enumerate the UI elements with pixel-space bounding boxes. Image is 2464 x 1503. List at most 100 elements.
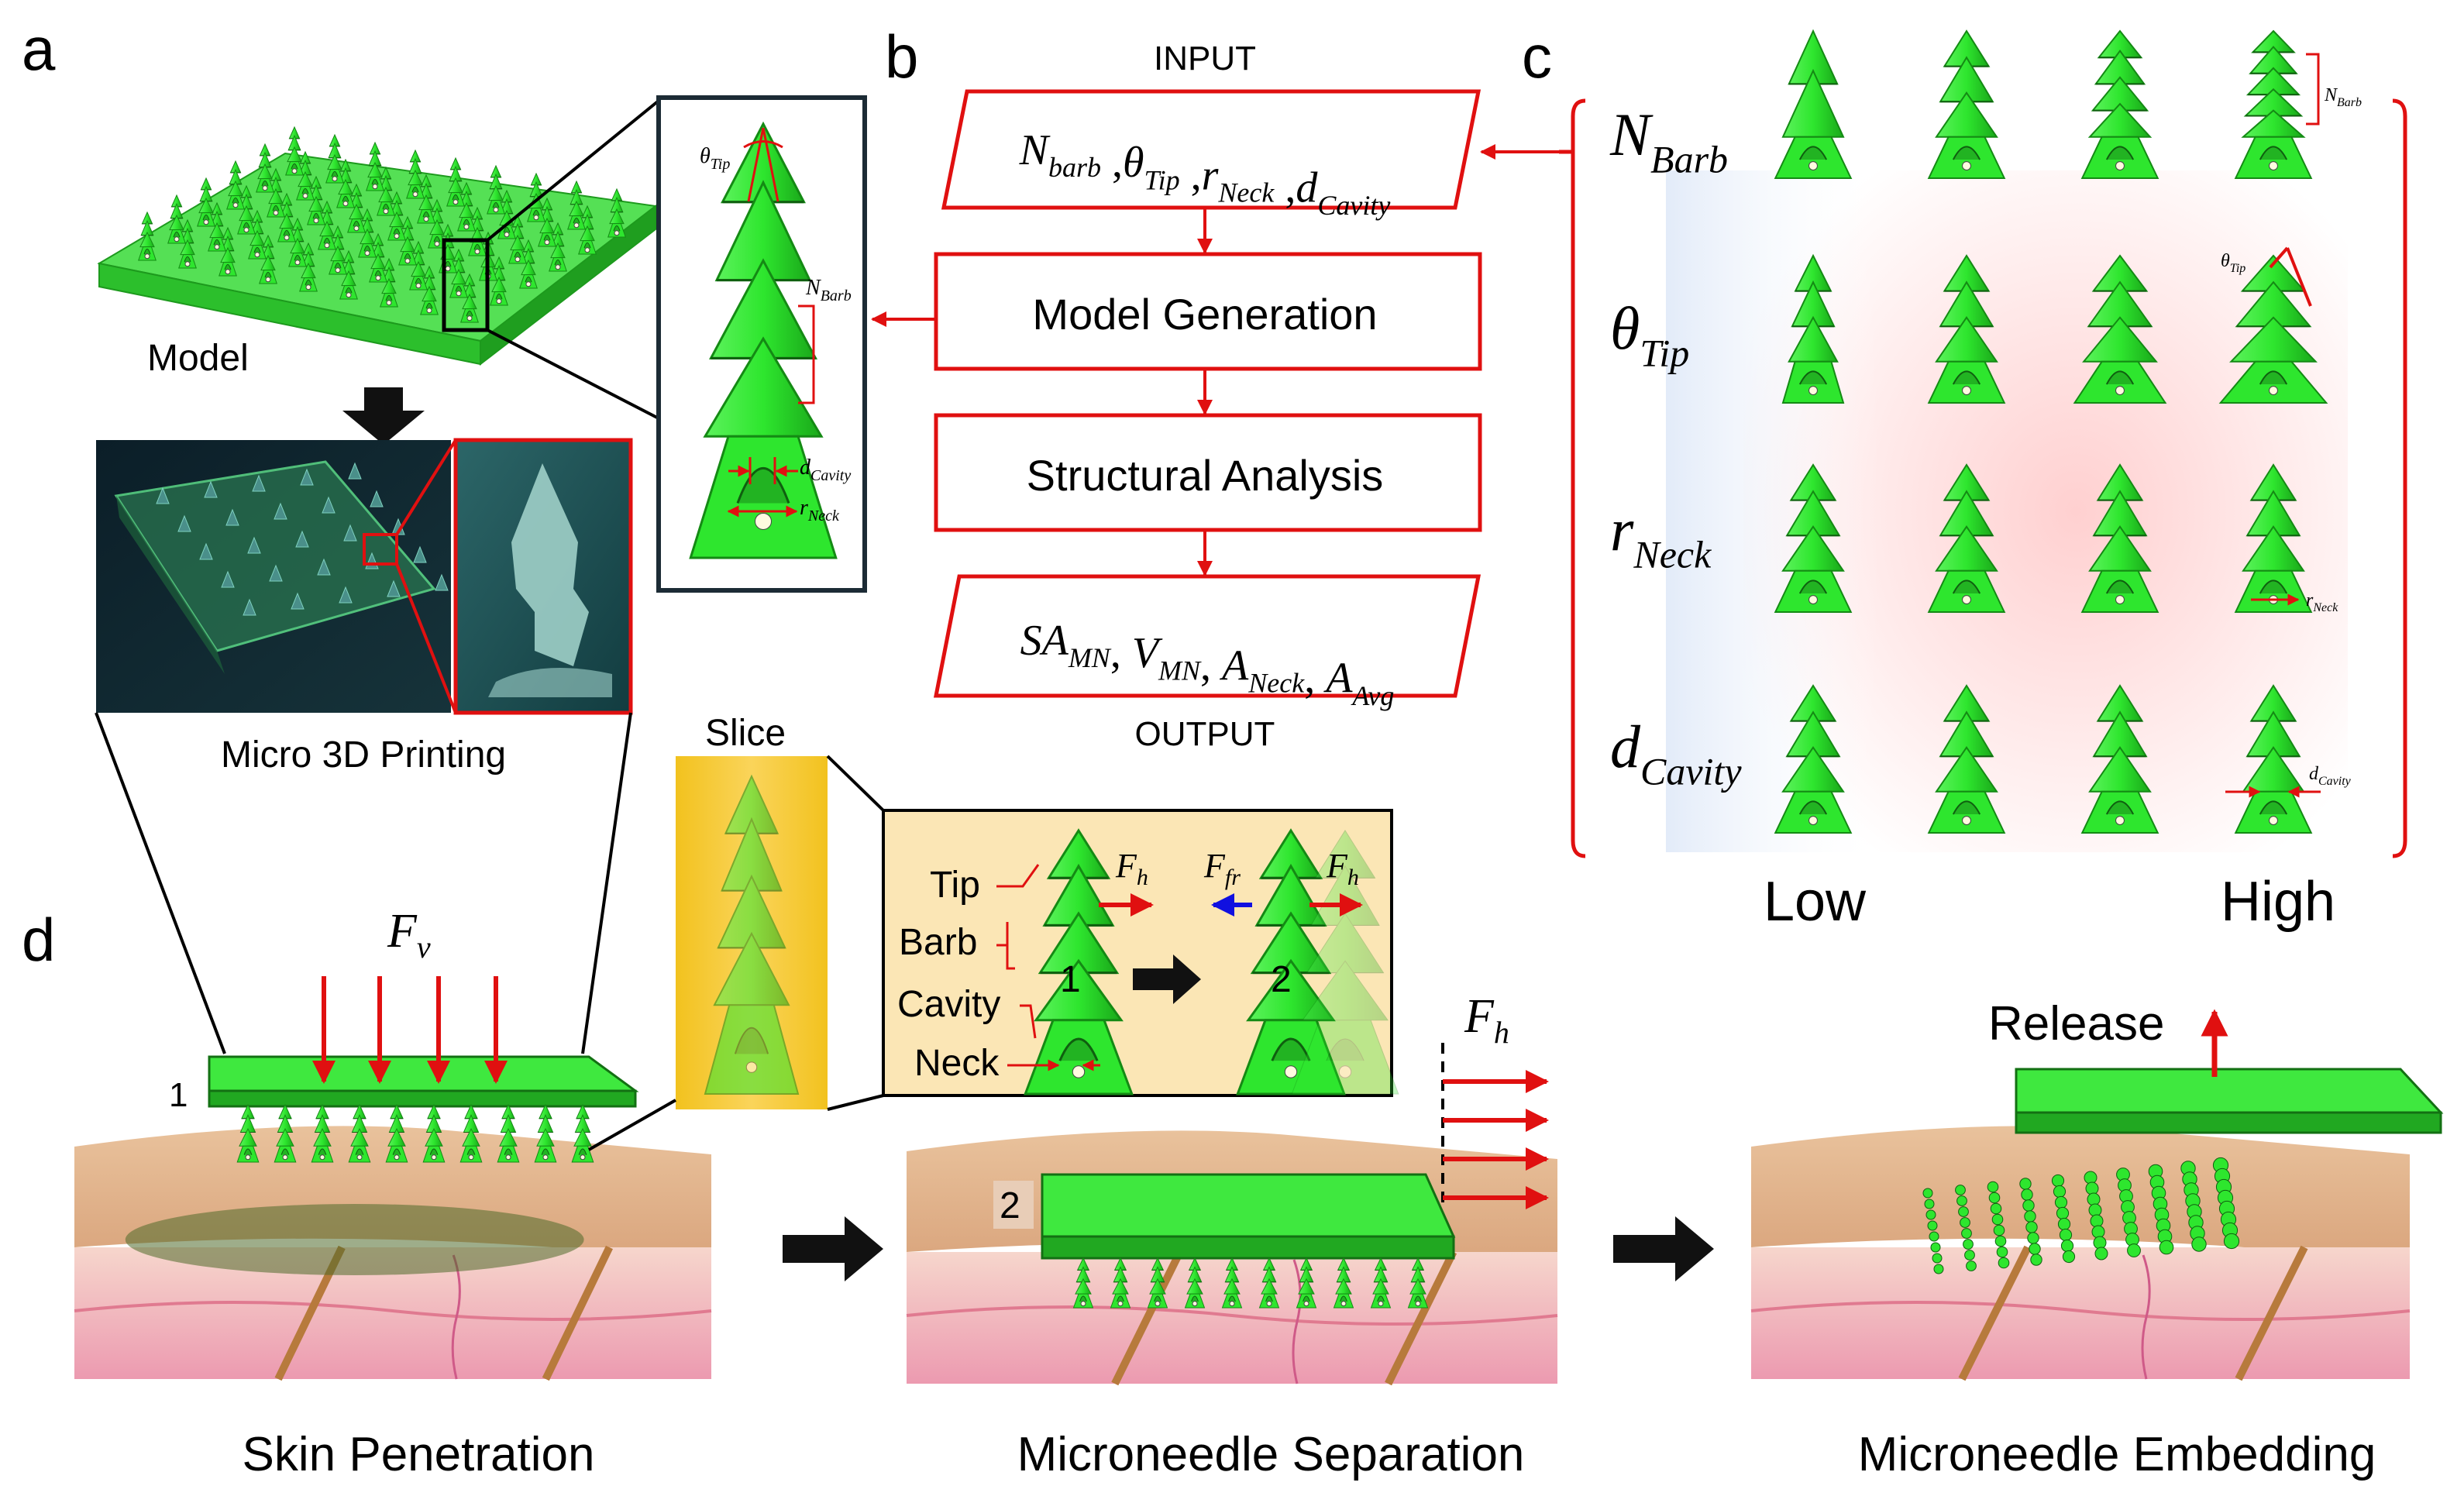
model-needle xyxy=(567,180,586,230)
model-needle xyxy=(387,191,406,241)
model-needle xyxy=(380,257,398,308)
c-nbarb-annot: NBarb xyxy=(2324,85,2362,109)
zoom-nbarb-label: NBarb xyxy=(805,276,852,304)
high-label: High xyxy=(2221,871,2335,933)
model-array-plate xyxy=(97,126,658,366)
param-needle-r0-c3 xyxy=(2234,29,2313,179)
model-needle xyxy=(398,215,417,266)
param-needle-r1-c0 xyxy=(1781,253,1845,404)
param-needle-r3-c3 xyxy=(2234,684,2313,834)
inset-neck-label: Neck xyxy=(914,1043,1000,1084)
skin-block-1 xyxy=(74,1126,712,1381)
model-generation-label: Model Generation xyxy=(1032,290,1377,339)
slice-image xyxy=(676,756,828,1109)
patch2-needle xyxy=(1258,1257,1280,1309)
c-dcavity-annot: dCavity xyxy=(2309,764,2352,788)
structural-analysis-label: Structural Analysis xyxy=(1027,451,1384,500)
param-needle-r1-c1 xyxy=(1927,254,2006,404)
patch2-needle xyxy=(1296,1257,1317,1309)
row-label-3: dCavity xyxy=(1610,713,1742,793)
param-needle-r2-c1 xyxy=(1927,463,2006,613)
panel-letter-c: c xyxy=(1522,22,1552,91)
patch1-needle xyxy=(348,1103,371,1163)
patch2-needle xyxy=(1147,1257,1168,1309)
fh-label: Fh xyxy=(1464,990,1509,1050)
zoom-theta-label: θTip xyxy=(700,144,730,173)
print-photo-array xyxy=(96,440,451,713)
patch2-needle xyxy=(1407,1257,1429,1309)
output-box xyxy=(933,574,1481,698)
slice-label: Slice xyxy=(705,713,786,754)
model-needle-array xyxy=(138,126,626,323)
patch2-needle xyxy=(1184,1257,1206,1309)
model-zoom-panel: θTip NBarb dCavity rNeck xyxy=(656,95,867,593)
model-needle xyxy=(256,143,274,193)
inset-ffr-label: Ffr xyxy=(1203,847,1241,890)
model-needle xyxy=(578,205,597,255)
down-arrow xyxy=(342,387,425,445)
inset-tip-label: Tip xyxy=(930,865,980,906)
inset-step-arrow xyxy=(1133,954,1201,1004)
param-needle-r1-c3 xyxy=(2218,254,2328,404)
fv-label: Fv xyxy=(387,905,431,965)
inset-needle-1 xyxy=(1024,828,1134,1095)
patch1-needle xyxy=(385,1103,408,1163)
model-needle xyxy=(508,214,527,264)
inset-barb-label: Barb xyxy=(899,922,977,963)
print-label: Micro 3D Printing xyxy=(221,734,506,776)
c-rneck-annot: rNeck xyxy=(2306,590,2338,614)
model-needle xyxy=(325,133,344,184)
caption-microneedle-separation: Microneedle Separation xyxy=(1017,1428,1525,1481)
patch2-needle xyxy=(1110,1257,1131,1309)
model-needle xyxy=(446,156,465,207)
model-needle xyxy=(197,177,215,227)
model-needle xyxy=(219,226,237,277)
model-needle xyxy=(487,164,505,215)
patch1-needle xyxy=(571,1103,594,1163)
structural-analysis-box xyxy=(934,413,1482,532)
panel-d: 1 Fv Slice Tip Barb Cavity Neck xyxy=(74,713,2444,1481)
release-label: Release xyxy=(1988,997,2164,1051)
step-arrow-1 xyxy=(783,1216,883,1281)
model-needle xyxy=(226,160,245,210)
model-needle xyxy=(296,150,315,201)
param-needle-r3-c0 xyxy=(1774,684,1853,834)
param-needle-r0-c1 xyxy=(1927,29,2006,179)
inset-step1: 1 xyxy=(1060,959,1081,1000)
print-photo-closeup xyxy=(453,438,633,715)
zoom-single-needle xyxy=(689,121,838,559)
panel-c-parameter-grid: NBarb θTip rNeck dCavity NBarb θTip rNeck dCav… xyxy=(1559,29,2407,933)
model-needle xyxy=(339,249,358,300)
input-box xyxy=(941,89,1481,210)
patch1-needle xyxy=(497,1103,520,1163)
inset-fh-label-1: Fh xyxy=(1115,847,1148,890)
patch-step2 xyxy=(1041,1173,1456,1309)
separation-inset: Tip Barb Cavity Neck Fh 1 Ffr Fh 2 xyxy=(882,809,1399,1097)
fv-arrows xyxy=(312,976,508,1084)
patch1-needle xyxy=(459,1103,483,1163)
fh-arrows xyxy=(1443,1070,1549,1209)
parameter-needle-grid: NBarb θTip rNeck dCavity xyxy=(1774,29,2362,834)
param-needle-r0-c2 xyxy=(2080,29,2159,179)
model-needle xyxy=(549,222,567,272)
panel-letter-a: a xyxy=(22,15,56,83)
inset-step2: 2 xyxy=(1271,959,1292,1000)
model-needle xyxy=(248,209,267,260)
model-needle xyxy=(406,149,425,199)
param-needle-r2-c2 xyxy=(2080,463,2159,613)
output-label: OUTPUT xyxy=(1135,715,1275,753)
patch1-needle xyxy=(534,1103,557,1163)
c-theta-annot: θTip xyxy=(2221,251,2245,275)
model-needle xyxy=(420,265,439,315)
model-needle xyxy=(607,187,626,238)
model-needle xyxy=(409,240,428,291)
model-needle xyxy=(167,194,186,244)
model-needle xyxy=(259,234,277,284)
inset-needle-2 xyxy=(1236,828,1346,1095)
model-label: Model xyxy=(147,338,249,379)
embedded-needles xyxy=(1922,1157,2240,1274)
panel-b-flowchart: INPUT Nbarb ,θTip ,rNeck ,dCavity Model … xyxy=(871,40,1573,753)
patch1-needle xyxy=(236,1103,260,1163)
row-label-1: θTip xyxy=(1610,294,1689,375)
